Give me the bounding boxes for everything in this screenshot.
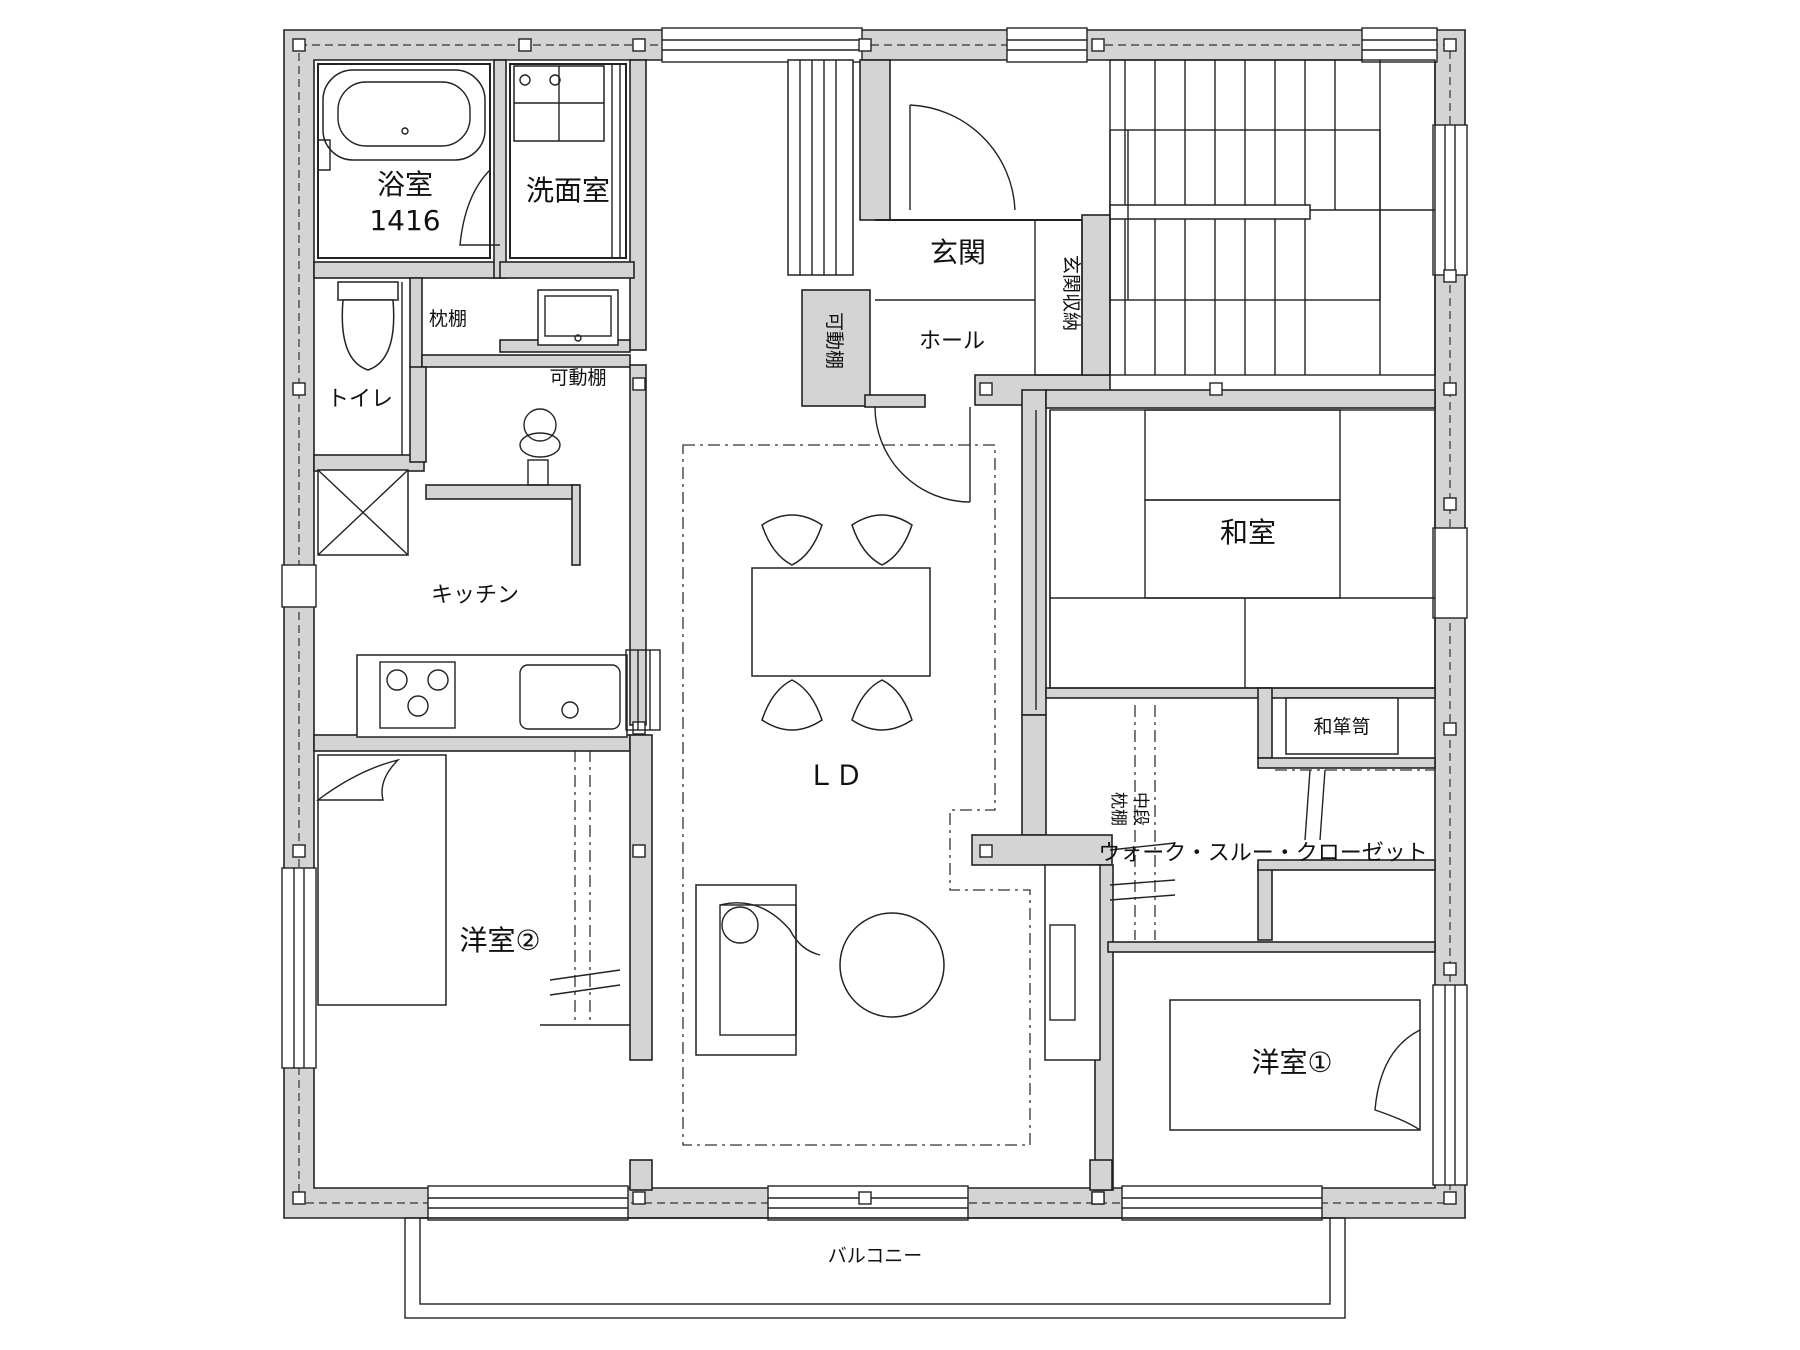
room-labels: 浴室 1416 洗面室 玄関 ホール 玄関収納 可動棚 可動棚 枕棚 トイレ キ… [327,168,1428,1267]
label-entrance-storage: 玄関収納 [1060,255,1082,331]
washroom [509,63,627,346]
label-toilet: トイレ [327,387,393,412]
toilet-fixture [337,281,403,455]
interior-walls [313,59,1436,1191]
living-dining [682,444,1031,1146]
label-hall: ホール [919,329,985,354]
balcony [404,1217,1346,1319]
label-japanese-room: 和室 [1220,516,1276,549]
label-western-room-2: 洋室② [459,924,540,957]
label-mid-shelf: 中段 [1130,792,1150,826]
label-movable-shelf-vertical: 可動棚 [823,312,845,369]
walk-through-closet [1044,705,1435,1061]
kitchen-fixtures [317,408,661,738]
label-japanese-chest: 和箪笥 [1313,716,1370,738]
label-pillow-shelf: 枕棚 [429,308,467,330]
bathroom [317,63,500,259]
label-western-room-1: 洋室① [1251,1046,1332,1079]
label-bathroom: 浴室 [377,168,433,201]
label-walk-through-closet: ウォーク・スルー・クローゼット [1098,841,1428,866]
stairs-left [787,59,854,276]
entrance-area [874,104,1083,503]
label-balcony: バルコニー [828,1245,923,1267]
label-kitchen: キッチン [431,583,519,608]
label-movable-shelf: 可動棚 [549,367,606,389]
label-entrance: 玄関 [930,236,986,269]
label-bathroom-size: 1416 [369,204,440,237]
stairs-right [1109,59,1436,376]
western-room-2 [315,750,630,1026]
column-markers [292,38,1457,1205]
label-pillow-shelf-mid: 枕棚 [1108,792,1128,826]
label-living-dining: ＬＤ [807,759,863,792]
label-washroom: 洗面室 [526,174,610,207]
western-room-1 [1169,999,1421,1131]
japanese-room [1035,409,1436,755]
windows [281,27,1468,1221]
